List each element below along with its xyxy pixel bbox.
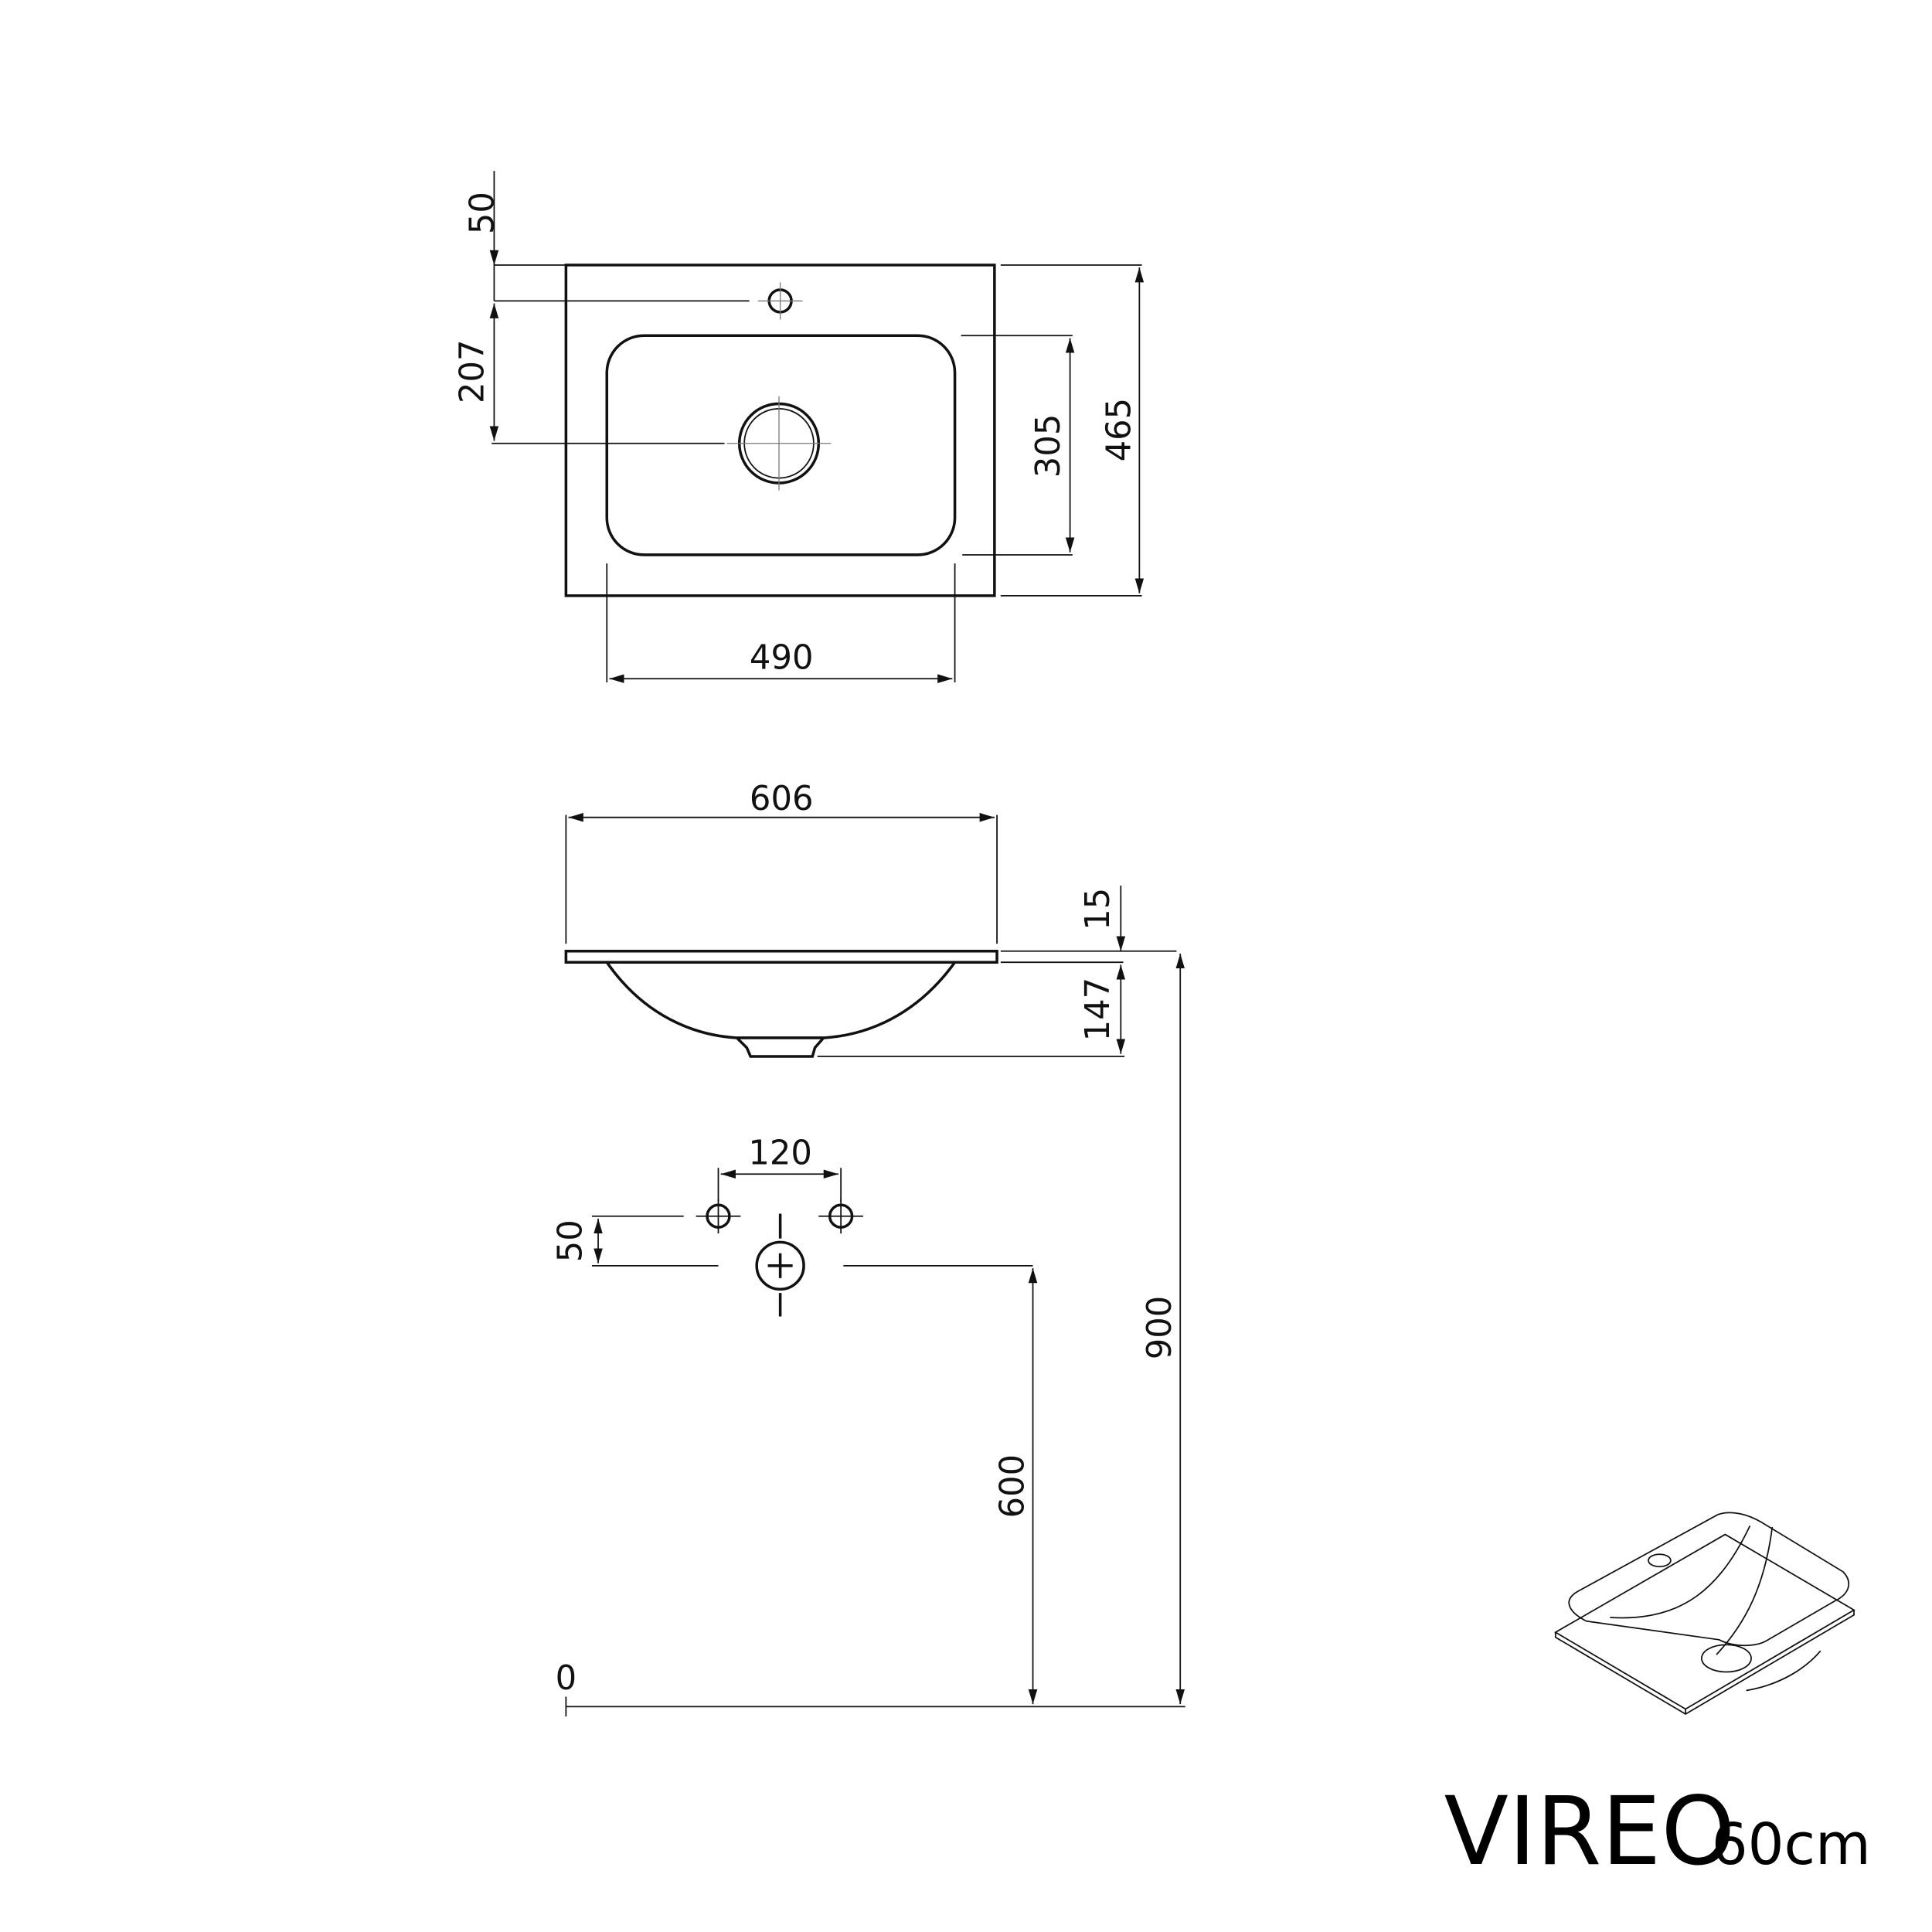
countertop-slab [564,950,998,964]
iso-basin [1568,1512,1850,1647]
dim-basin-depth: 305 [1029,414,1068,478]
dim-pipe-spacing: 120 [748,1134,812,1172]
dim-bowl-height: 147 [1079,978,1117,1042]
dim-mount-height: 900 [1141,1296,1179,1360]
dim-basin-width: 490 [750,638,814,677]
basin-outline [605,334,957,556]
product-name: VIREO [1444,1777,1736,1886]
drain-outlet [736,1036,825,1058]
iso-top-surface [1554,1533,1855,1710]
dim-tap-offset: 50 [464,192,502,234]
top-view: 50 207 305 465 490 [454,171,1145,683]
floor-level-label: 0 [556,1659,577,1698]
iso-drain [1701,1644,1752,1673]
product-title: VIREO 60cm [1444,1777,1871,1886]
dim-pipe-offset: 50 [551,1219,590,1262]
isometric-view [1554,1512,1855,1715]
dim-drain-height: 600 [993,1454,1032,1519]
countertop-outline [564,264,996,597]
dim-overall-width: 606 [750,780,814,818]
dim-slab-thickness: 15 [1079,888,1117,930]
bowl-profile [605,961,957,1039]
wall-connections: 120 50 600 0 [551,1134,1185,1717]
iso-tap-hole [1648,1553,1672,1568]
product-size: 60cm [1712,1812,1871,1878]
dim-overall-depth: 465 [1100,398,1138,462]
dim-drain-offset: 207 [454,339,492,403]
side-view: 606 15 147 900 [564,780,1185,1705]
drain-pipe [755,1240,805,1291]
